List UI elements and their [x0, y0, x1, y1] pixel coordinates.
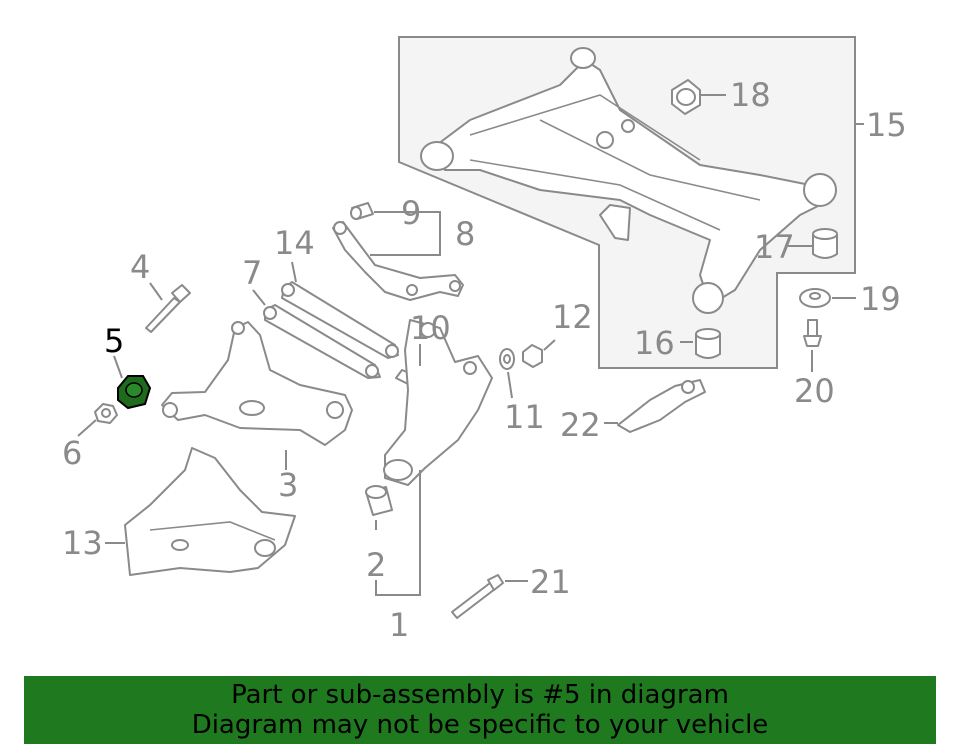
parts-diagram: 18 15 9 8 14 17 4 7 19 12 10 5 16 20 11 …: [62, 36, 907, 644]
callout-14: 14: [274, 224, 315, 262]
mount-17: [812, 228, 838, 259]
subframe-part: [420, 47, 837, 314]
callout-6: 6: [62, 434, 82, 472]
callout-17: 17: [754, 228, 795, 266]
callout-10: 10: [410, 309, 451, 347]
nut-12: [522, 344, 543, 368]
callout-19: 19: [860, 280, 901, 318]
callout-9: 9: [401, 194, 421, 232]
bolt-4: [145, 284, 191, 333]
lower-arm-3: [161, 321, 353, 446]
callout-20: 20: [794, 372, 835, 410]
upper-arm-8: [332, 221, 464, 301]
callout-4: 4: [130, 248, 150, 286]
bushing-2: [365, 485, 393, 516]
link-14: [281, 281, 399, 359]
callout-16: 16: [634, 324, 675, 362]
callout-13: 13: [62, 524, 103, 562]
callout-8: 8: [455, 215, 475, 253]
callout-3: 3: [278, 466, 298, 504]
bushing-18: [671, 79, 701, 115]
bushing-9: [350, 202, 374, 220]
link-7: [263, 304, 381, 379]
bolt-20: [803, 319, 822, 347]
banner-line-2: Diagram may not be specific to your vehi…: [191, 710, 769, 740]
washer-19: [799, 288, 831, 308]
banner-line-1: Part or sub-assembly is #5 in diagram: [231, 680, 729, 710]
mount-16: [695, 328, 721, 359]
washer-11: [499, 348, 515, 370]
bracket-22: [617, 379, 706, 433]
callout-21: 21: [530, 563, 571, 601]
knuckle-1: [383, 319, 493, 486]
callout-11: 11: [504, 398, 545, 436]
bushing-5-highlighted: [117, 375, 152, 410]
nut-6: [94, 403, 118, 424]
info-banner: Part or sub-assembly is #5 in diagram Di…: [24, 676, 936, 744]
bolt-21: [451, 574, 504, 619]
callout-18: 18: [730, 76, 771, 114]
callout-1: 1: [389, 606, 409, 644]
callout-5: 5: [104, 322, 124, 360]
leader-lines: [77, 94, 864, 596]
callout-22: 22: [560, 406, 601, 444]
callout-15: 15: [866, 106, 907, 144]
callout-2: 2: [366, 546, 386, 584]
callout-7: 7: [242, 254, 262, 292]
callout-12: 12: [552, 298, 593, 336]
guard-13: [124, 447, 296, 576]
